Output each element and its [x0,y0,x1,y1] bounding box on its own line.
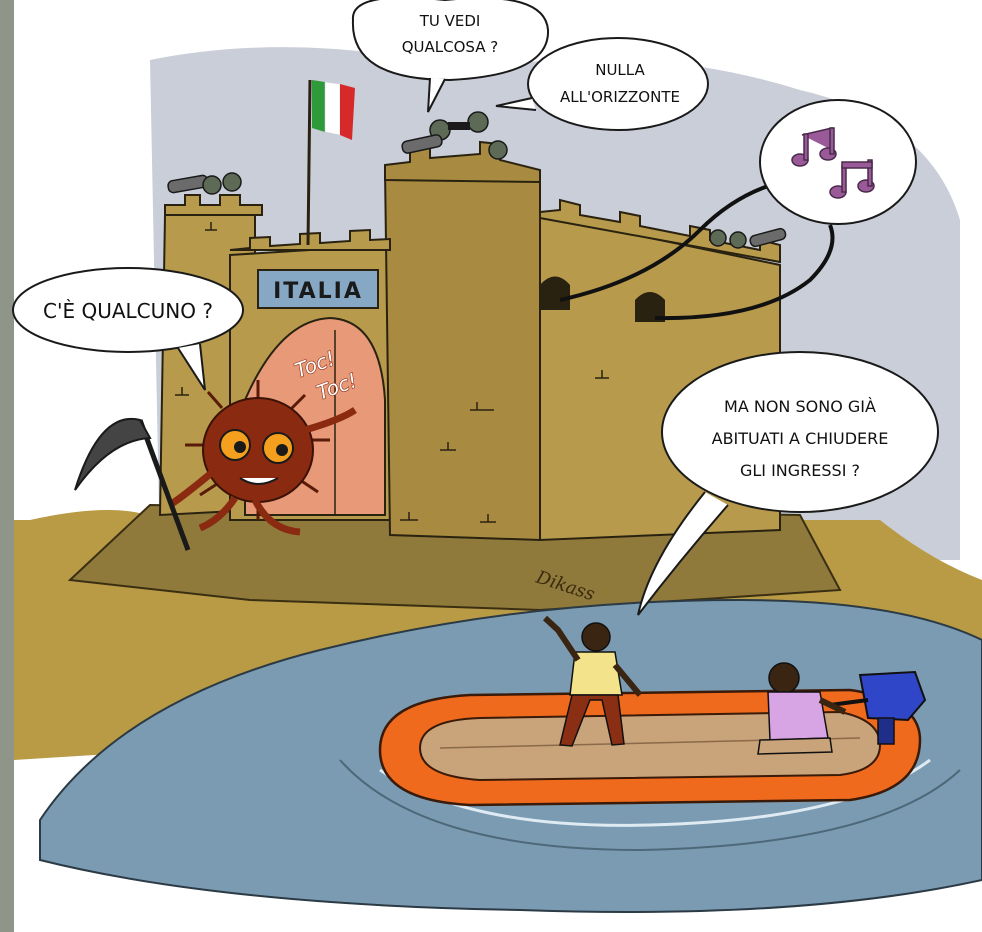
soldiers-central-tower [401,111,508,160]
music-bubble [759,99,917,225]
outboard-motor [829,670,927,745]
flag-red-band [340,84,355,140]
music-note-icon [791,127,837,167]
wave-line [339,759,961,852]
front-wall-battlements [229,228,391,251]
soldiers-left-tower [167,172,242,195]
brick-marks [175,222,704,523]
flag-white-band [324,81,341,136]
soldier-answer-bubble: NULLA ALL'ORIZZONTE [495,37,709,131]
left-tower-battlements [164,194,263,216]
migrant-bubble-line3: GLI INGRESSI ? [740,461,860,480]
migrant-bubble-line2: ABITUATI A CHIUDERE [712,429,889,448]
soldier-question-line1: TU VEDI [419,12,481,30]
seated-person [757,662,847,755]
flag-pole [306,79,312,246]
castle-window [540,276,570,310]
scythe-handle [137,419,191,551]
migrant-bubble: MA NON SONO GIÀ ABITUATI A CHIUDERE GLI … [637,351,939,616]
soldier-answer-line1: NULLA [595,61,645,79]
music-cable [559,178,791,302]
castle-sign-board [257,269,379,309]
soldier-question-bubble: TU VEDI QUALCOSA ? [351,0,550,113]
central-tower [383,158,541,542]
castle-window [635,292,665,322]
scythe-blade [74,417,152,491]
soldier-question-line2: QUALCOSA ? [402,38,498,56]
music-note-icon [829,159,875,199]
flag-green-band [312,80,325,132]
migrant-bubble-line1: MA NON SONO GIÀ [724,397,876,416]
soldiers-right-wall [709,227,787,249]
standing-person [542,615,643,747]
virus-bubble: C'È QUALCUNO ? [12,267,244,391]
soldier-answer-line2: ALL'ORIZZONTE [560,88,680,106]
castle-sign: ITALIA [273,279,363,304]
music-cable [654,224,835,321]
virus-bubble-text: C'È QUALCUNO ? [43,299,213,323]
left-frame-strip [0,0,14,932]
virus-character [168,380,357,536]
